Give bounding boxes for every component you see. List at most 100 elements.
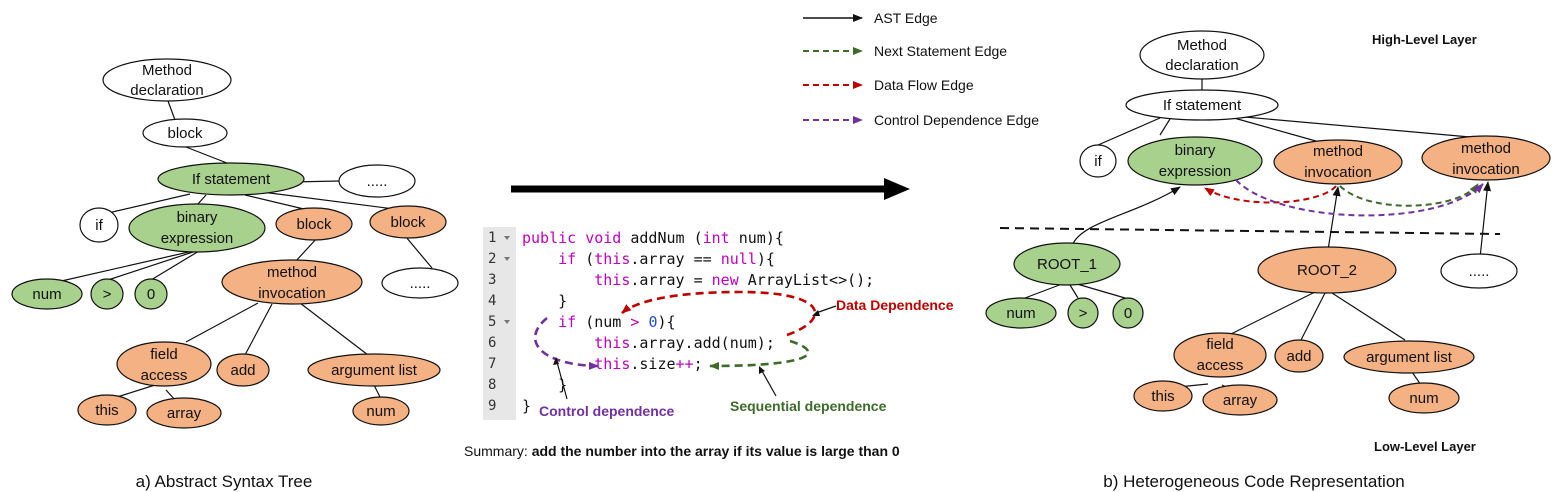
svg-text:Control Dependence Edge: Control Dependence Edge [874, 112, 1039, 128]
hcr-data-flow-edge [1204, 185, 1337, 204]
hcr-node-argument-list: argument list [1343, 340, 1475, 374]
svg-text:5: 5 [488, 314, 496, 330]
svg-text:add: add [1286, 348, 1311, 365]
code-line: } [522, 292, 567, 310]
hcr-node-add: add [1274, 339, 1324, 373]
svg-text:argument list: argument list [1366, 349, 1453, 366]
svg-text:this: this [1151, 388, 1174, 405]
fold-icons [504, 236, 510, 324]
svg-text:ROOT_2: ROOT_2 [1297, 262, 1357, 279]
ast-node-arg-num: num [352, 396, 410, 426]
svg-text:>: > [1079, 305, 1088, 322]
ast-edges [56, 100, 433, 402]
ast-node-if-statement: If statement [157, 162, 305, 196]
code-line: } [522, 376, 567, 394]
svg-text:binary: binary [177, 209, 218, 226]
summary: Summary: add the number into the array i… [464, 443, 900, 459]
code-lines: public void addNum (int num){ if (this.a… [522, 229, 874, 415]
svg-text:>: > [103, 286, 112, 303]
code-line: this.array.add(num); [522, 334, 775, 352]
svg-text:method: method [1461, 140, 1511, 157]
svg-text:num: num [1409, 390, 1438, 407]
ast-node-gt: > [90, 278, 124, 310]
svg-text:Data Flow Edge: Data Flow Edge [874, 77, 974, 93]
ellipsis-to-invocation-edge [1479, 181, 1492, 259]
legend-control-dependence-edge: Control Dependence Edge [803, 112, 1039, 128]
svg-text:expression: expression [161, 230, 234, 247]
root2-to-invocation-edge [1327, 186, 1341, 251]
svg-text:block: block [296, 216, 332, 233]
hcr-node-method-invocation-a: method invocation [1273, 139, 1403, 185]
ast-node-ellipsis-2: ..... [381, 267, 459, 299]
hcr-node-if: if [1079, 144, 1117, 178]
svg-text:If statement: If statement [1163, 97, 1242, 114]
svg-text:AST Edge: AST Edge [874, 10, 938, 26]
svg-text:invocation: invocation [258, 285, 326, 302]
legend-data-flow-edge: Data Flow Edge [803, 77, 974, 93]
svg-text:Method: Method [1177, 37, 1227, 54]
ast-node-if: if [79, 207, 119, 243]
svg-text:access: access [141, 367, 188, 384]
code-line: if (num > 0){ [522, 313, 676, 331]
hcr-node-this: this [1133, 380, 1193, 412]
hcr-caption: b) Heterogeneous Code Representation [1103, 472, 1404, 491]
hcr-node-if-statement: If statement [1125, 89, 1279, 121]
code-line: if (this.array == null){ [522, 250, 775, 268]
ast-node-ellipsis: ..... [338, 164, 416, 198]
data-dependence-label: Data Dependence [836, 297, 954, 313]
ast-node-array: array [146, 397, 222, 429]
hcr-edges-high [1097, 79, 1471, 146]
svg-text:access: access [1197, 357, 1244, 374]
sequential-dependence-arc [709, 339, 810, 370]
svg-text:method: method [1313, 143, 1363, 160]
svg-text:ROOT_1: ROOT_1 [1037, 256, 1097, 273]
code-line: } [522, 397, 531, 415]
svg-text:invocation: invocation [1452, 161, 1520, 178]
ast-node-add: add [216, 353, 270, 387]
svg-text:if: if [95, 217, 103, 234]
svg-text:1: 1 [488, 230, 496, 246]
ast-node-argument-list: argument list [307, 353, 441, 387]
ast-node-block-3: block [369, 205, 447, 239]
svg-text:expression: expression [1159, 163, 1232, 180]
svg-text:num: num [32, 286, 61, 303]
root1-to-binary-edge [1071, 186, 1181, 247]
fold-icon[interactable] [504, 257, 510, 261]
svg-text:this: this [95, 402, 118, 419]
svg-text:field: field [1206, 336, 1234, 353]
sequential-dependence-label: Sequential dependence [730, 398, 887, 414]
hcr-node-num: num [985, 297, 1057, 329]
svg-text:.....: ..... [367, 173, 388, 190]
hcr-node-arg-num: num [1388, 382, 1460, 414]
legend: AST Edge Next Statement Edge Data Flow E… [803, 10, 1039, 128]
svg-text:Method: Method [142, 62, 192, 79]
svg-text:6: 6 [488, 335, 496, 351]
gutter [483, 227, 516, 420]
svg-text:4: 4 [488, 293, 496, 309]
hcr-node-root-1: ROOT_1 [1013, 242, 1121, 286]
ast-node-binary-expression: binary expression [128, 203, 266, 253]
svg-text:.....: ..... [1469, 263, 1490, 280]
svg-text:field: field [150, 346, 178, 363]
svg-text:add: add [230, 362, 255, 379]
svg-text:2: 2 [488, 251, 496, 267]
svg-text:method: method [267, 264, 317, 281]
svg-text:block: block [167, 125, 203, 142]
ast-node-method-invocation: method invocation [221, 259, 363, 305]
control-dependence-label: Control dependence [539, 403, 675, 419]
svg-text:declaration: declaration [130, 82, 203, 99]
hcr-node-ellipsis: ..... [1440, 253, 1518, 289]
code-line: public void addNum (int num){ [522, 229, 784, 247]
hcr-node-array: array [1202, 384, 1278, 416]
ast-node-method-declaration: Method declaration [102, 58, 232, 102]
hcr-node-binary-expression: binary expression [1127, 136, 1263, 186]
svg-text:7: 7 [488, 356, 496, 372]
fold-icon[interactable] [504, 320, 510, 324]
control-dependence-arc [534, 316, 599, 370]
svg-text:argument list: argument list [331, 362, 418, 379]
svg-text:block: block [390, 214, 426, 231]
fold-icon[interactable] [504, 236, 510, 240]
svg-text:array: array [1223, 392, 1258, 409]
legend-next-statement-edge: Next Statement Edge [803, 43, 1007, 59]
ast-node-block-2: block [275, 207, 353, 241]
